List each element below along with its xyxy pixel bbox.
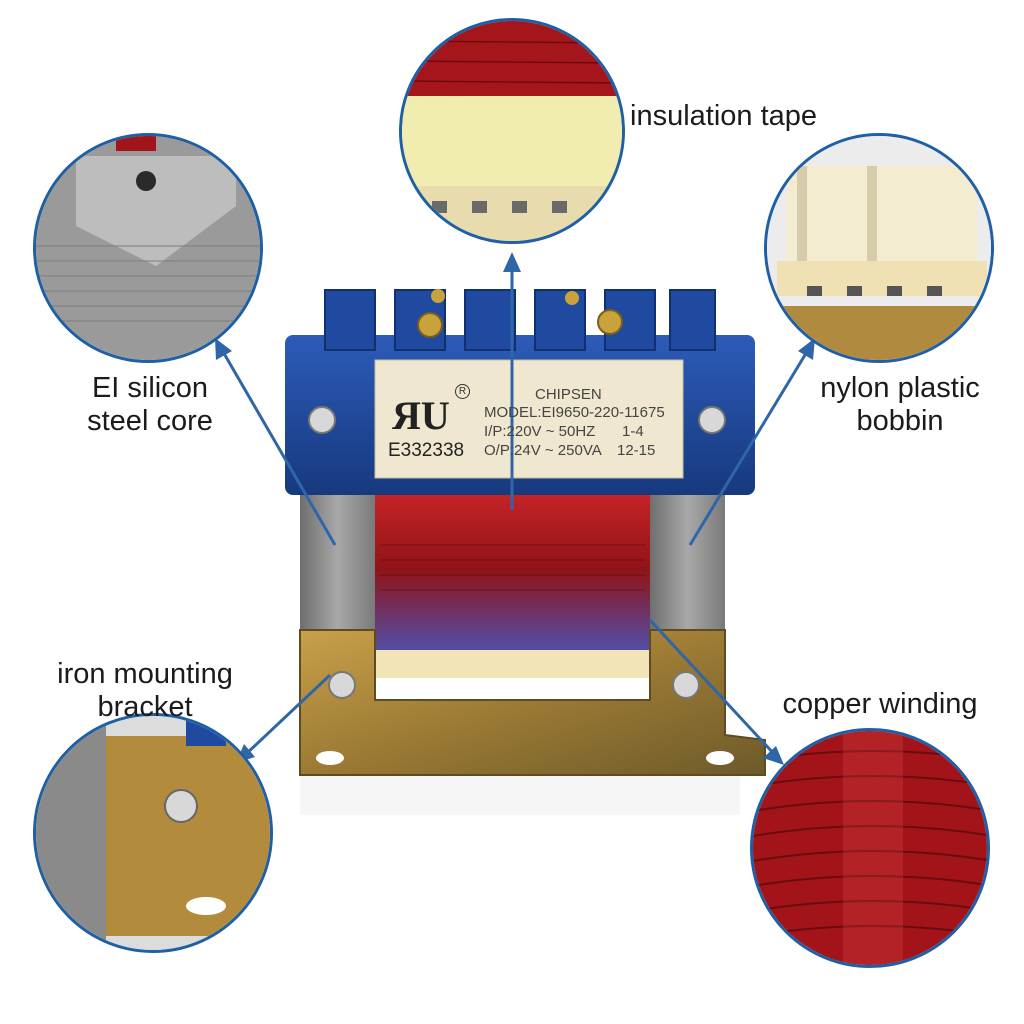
nameplate-input: I/P:220V ~ 50HZ (484, 423, 596, 440)
detail-circle-bracket (33, 713, 273, 953)
label-insulation-tape: insulation tape (630, 100, 818, 132)
arrowhead (503, 252, 521, 272)
label-bracket: iron mounting bracket (40, 658, 250, 724)
label-bracket-line1: iron mounting (57, 658, 233, 690)
detail-circle-steel-core (33, 133, 263, 363)
label-steel-core: EI silicon steel core (60, 372, 240, 438)
steel-core-left (300, 470, 375, 660)
nameplate-output: O/P:24V ~ 250VA (484, 442, 602, 459)
label-bracket-line2: bracket (97, 691, 193, 723)
coil-body (375, 480, 650, 660)
arrowhead (763, 746, 784, 765)
label-bobbin-line1: nylon plastic (820, 372, 980, 404)
arrowhead (215, 338, 232, 360)
label-steel-core-line1: EI silicon (91, 372, 209, 404)
terminal-screw (565, 291, 579, 305)
nameplate-cert-number: E332338 (388, 440, 465, 461)
bracket-screw (672, 671, 700, 699)
detail-circle-bobbin (764, 133, 994, 363)
label-steel-core-line2: steel core (87, 405, 213, 437)
nameplate-model: MODEL:EI9650-220-11675 (484, 404, 665, 421)
nameplate-output-pins: 12-15 (617, 442, 656, 459)
mounting-bracket (299, 629, 766, 776)
callout-arrows (220, 265, 810, 757)
nameplate (374, 359, 684, 479)
detail-circle-copper-winding (750, 728, 990, 968)
label-copper-winding: copper winding (782, 688, 978, 720)
reflection (300, 775, 740, 815)
nameplate-brand: CHIPSEN (535, 386, 602, 403)
bracket-screw (328, 671, 356, 699)
arrowhead (798, 338, 815, 360)
label-bobbin: nylon plastic bobbin (795, 372, 1005, 438)
registered-mark: R (455, 384, 470, 399)
terminal-screw (417, 312, 443, 338)
mounting-slot (706, 751, 734, 765)
frame-screw (698, 406, 726, 434)
terminal-screw (597, 309, 623, 335)
ul-mark: ЯU (392, 393, 450, 438)
terminal-screw (431, 289, 445, 303)
detail-circle-insulation-tape (399, 18, 625, 244)
label-bobbin-line2: bobbin (856, 405, 944, 437)
bobbin-bottom-flange (375, 650, 650, 678)
steel-core-right (650, 470, 725, 660)
frame-screw (308, 406, 336, 434)
mounting-slot (316, 751, 344, 765)
nameplate-input-pins: 1-4 (622, 423, 644, 440)
